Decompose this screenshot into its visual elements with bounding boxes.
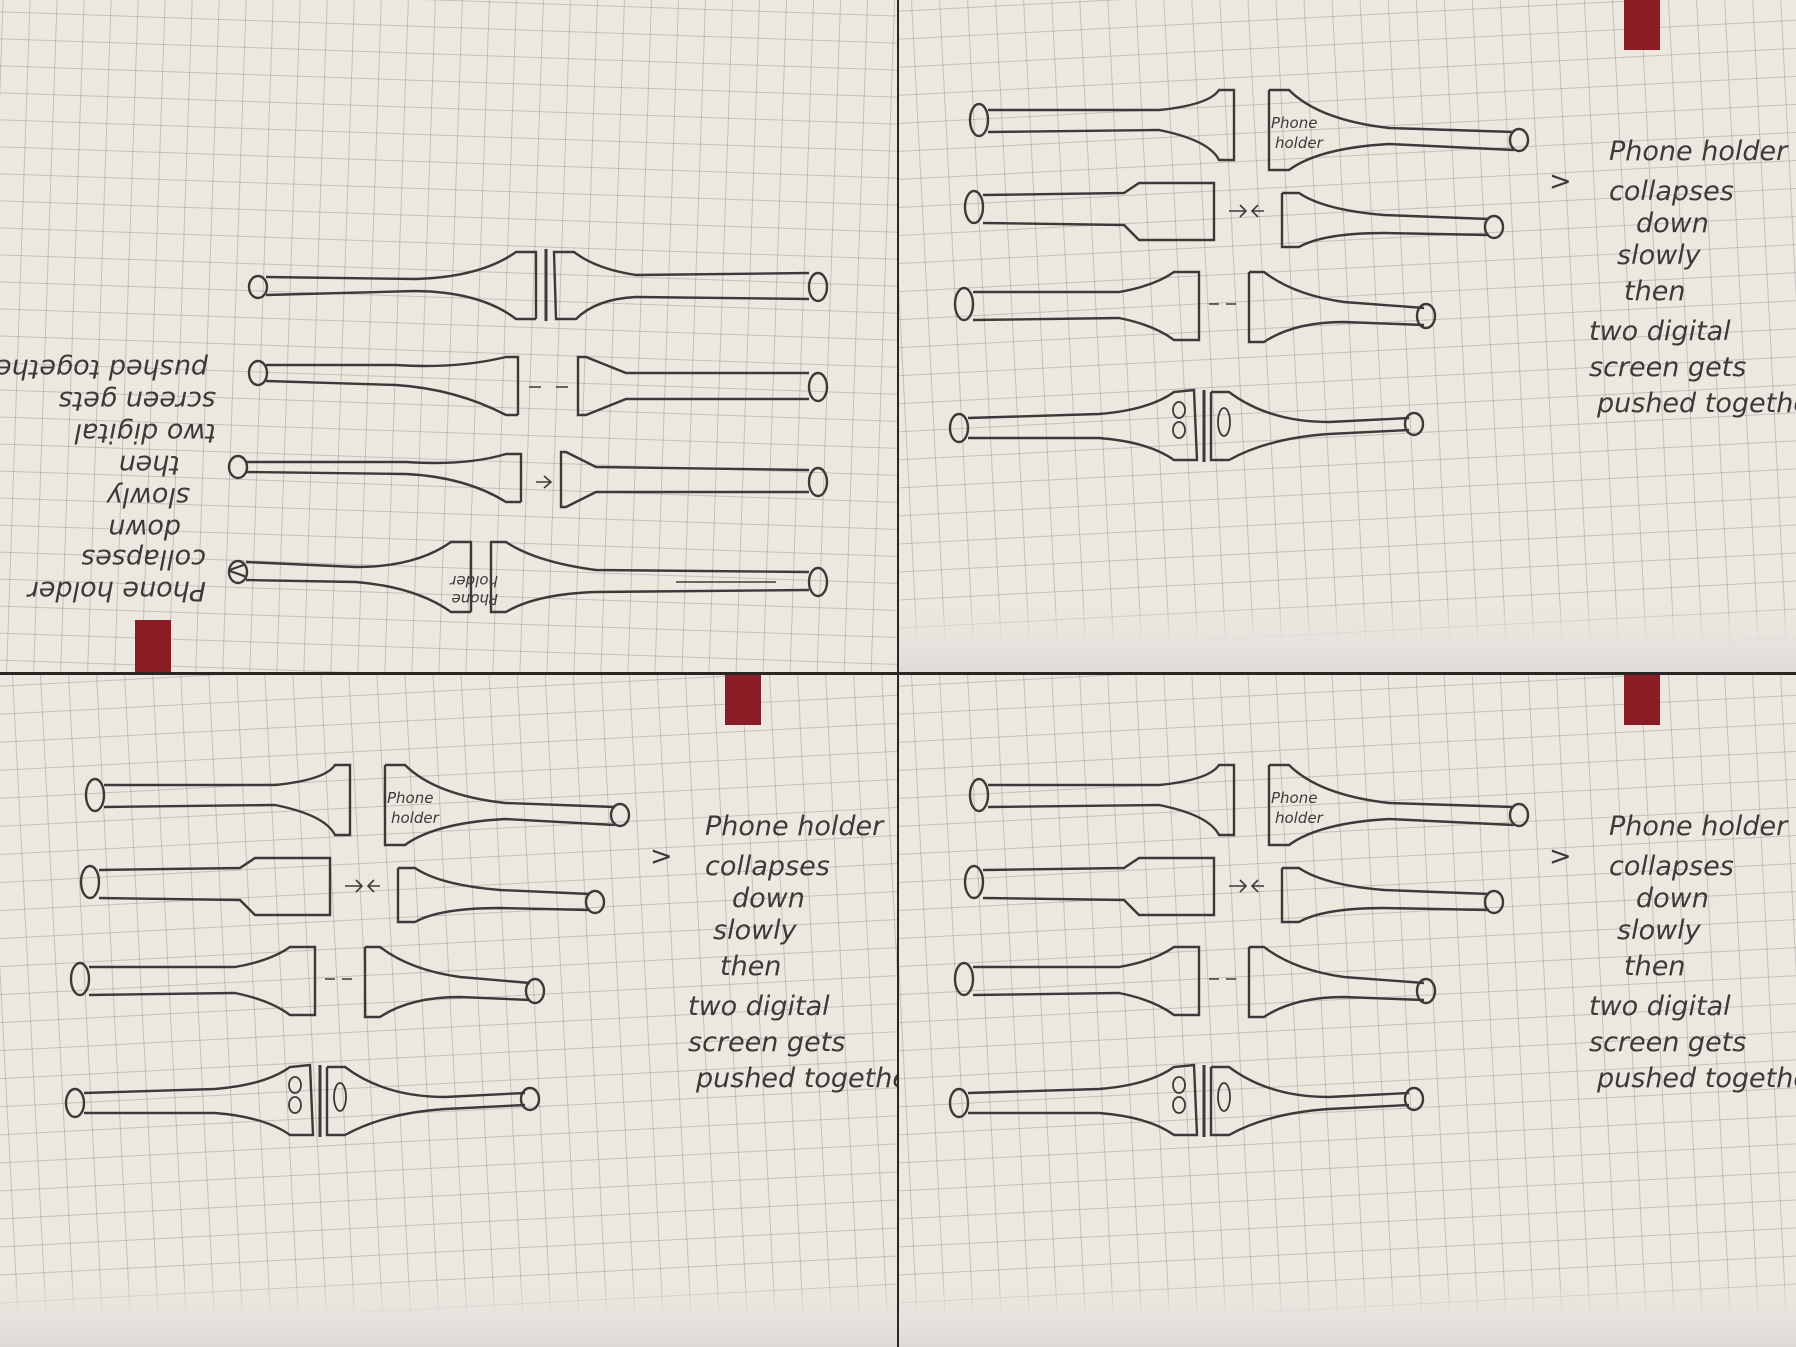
svg-text:Phone: Phone (1271, 789, 1317, 807)
handwritten-note: Phone holder collapses down slowly then … (0, 353, 248, 606)
svg-text:collapses: collapses (81, 543, 206, 574)
bookmark-ribbon (135, 620, 171, 672)
panel-bottom-right: Phone holder Phone holder collapses down… (899, 675, 1796, 1347)
svg-text:pushed together: pushed together (0, 353, 209, 384)
svg-text:>: > (1549, 166, 1572, 197)
svg-text:down: down (1636, 883, 1709, 914)
sketch-drawing: Phone holder Phone holder collapses down… (64, 763, 897, 1137)
panel-bottom-left: Phone holder Phone holder collapses down… (0, 675, 897, 1347)
phone-holder-label: Phone holder (387, 789, 440, 827)
svg-text:holder: holder (449, 572, 498, 590)
svg-text:screen gets: screen gets (59, 385, 216, 416)
svg-text:two digital: two digital (74, 417, 216, 448)
svg-text:pushed together: pushed together (695, 1063, 897, 1094)
svg-text:Phone: Phone (452, 590, 498, 608)
bookmark-ribbon (1624, 0, 1660, 50)
svg-text:Phone: Phone (1271, 114, 1317, 132)
bookmark-ribbon (1624, 675, 1660, 725)
phone-holder-label: Phone holder (1271, 114, 1324, 152)
svg-text:two digital: two digital (1589, 316, 1731, 347)
panel-top-left: Phone holder Phone holder collapses down… (0, 0, 897, 672)
svg-text:down: down (108, 513, 181, 544)
svg-text:screen gets: screen gets (688, 1027, 845, 1058)
handwritten-note: Phone holder collapses down slowly then … (1549, 136, 1796, 419)
svg-text:down: down (1636, 208, 1709, 239)
svg-text:slowly: slowly (1617, 915, 1702, 946)
phone-holder-label: Phone holder (449, 572, 498, 608)
sketch-drawing: Phone holder Phone holder collapses down… (948, 763, 1796, 1137)
svg-text:>: > (650, 841, 673, 872)
svg-text:Phone holder: Phone holder (1609, 811, 1789, 842)
svg-text:Phone: Phone (387, 789, 433, 807)
svg-text:slowly: slowly (1617, 240, 1702, 271)
svg-text:pushed together: pushed together (1596, 1063, 1796, 1094)
svg-text:holder: holder (1275, 134, 1324, 152)
bookmark-ribbon (725, 675, 761, 725)
svg-text:then: then (1624, 276, 1685, 307)
svg-text:holder: holder (1275, 809, 1324, 827)
svg-text:down: down (732, 883, 805, 914)
svg-text:>: > (225, 555, 248, 586)
sketch-drawing: Phone holder Phone holder collapses down… (948, 88, 1796, 462)
svg-text:then: then (720, 951, 781, 982)
svg-text:two digital: two digital (1589, 991, 1731, 1022)
svg-text:collapses: collapses (705, 851, 830, 882)
svg-text:Phone holder: Phone holder (26, 575, 206, 606)
handwritten-note: Phone holder collapses down slowly then … (650, 811, 897, 1094)
svg-text:Phone holder: Phone holder (1609, 136, 1789, 167)
panel-top-right: Phone holder Phone holder collapses down… (899, 0, 1796, 672)
svg-text:two digital: two digital (688, 991, 830, 1022)
svg-text:holder: holder (391, 809, 440, 827)
phone-holder-label: Phone holder (1271, 789, 1324, 827)
handwritten-note: Phone holder collapses down slowly then … (1549, 811, 1796, 1094)
sketch-drawing: Phone holder Phone holder collapses down… (0, 249, 829, 614)
svg-text:then: then (119, 449, 180, 480)
svg-text:collapses: collapses (1609, 176, 1734, 207)
svg-text:>: > (1549, 841, 1572, 872)
svg-text:Phone holder: Phone holder (705, 811, 885, 842)
svg-text:screen gets: screen gets (1589, 352, 1746, 383)
svg-text:pushed together: pushed together (1596, 388, 1796, 419)
svg-text:then: then (1624, 951, 1685, 982)
svg-text:collapses: collapses (1609, 851, 1734, 882)
svg-text:slowly: slowly (105, 481, 190, 512)
svg-text:screen gets: screen gets (1589, 1027, 1746, 1058)
svg-text:slowly: slowly (713, 915, 798, 946)
